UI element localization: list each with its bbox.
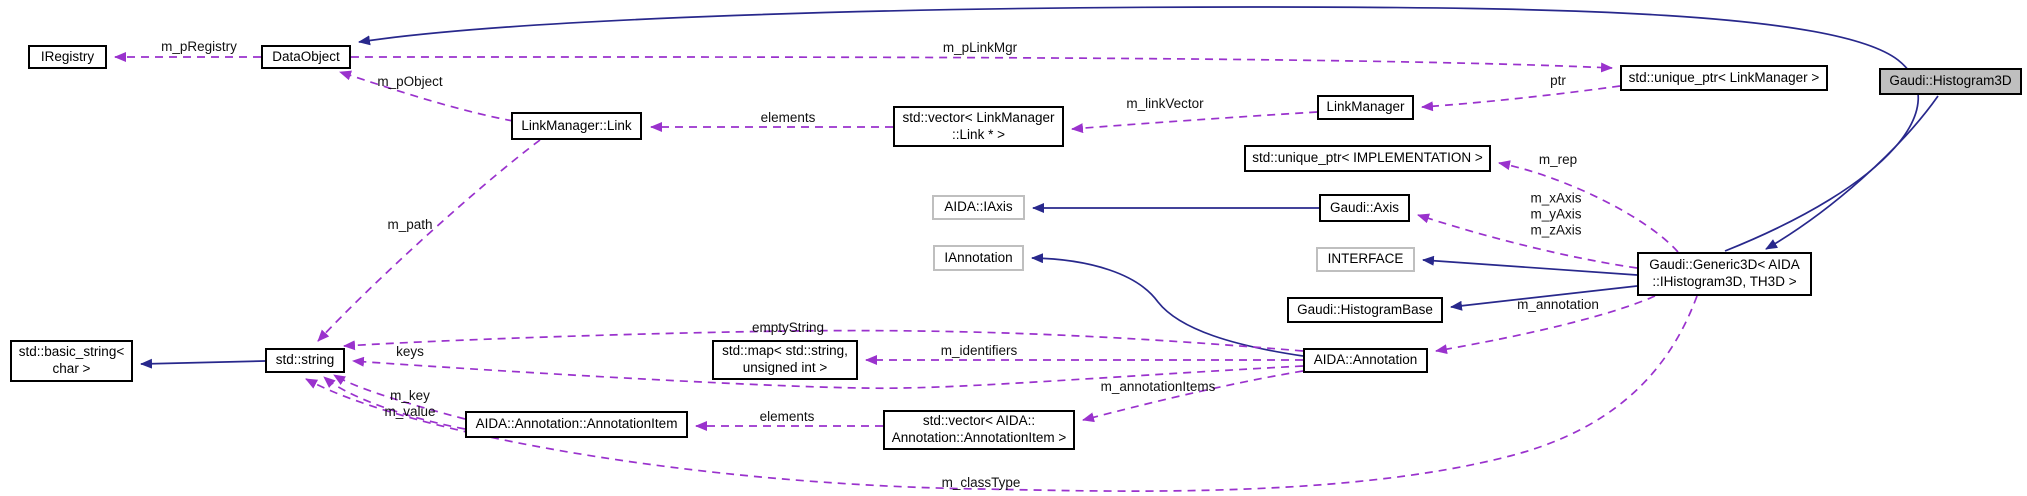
node-std-basic-string[interactable]: std::basic_string< char > — [10, 340, 133, 382]
edge-generic3d-interface — [1422, 255, 1638, 276]
edge-label-m-path: m_path — [387, 216, 433, 232]
edge-label-m-plinkmgr: m_pLinkMgr — [942, 39, 1018, 55]
edge-generic3d-string-classtype — [305, 295, 1698, 492]
edge-histogram3d-generic3d — [1765, 95, 1939, 250]
edge-label-ptr: ptr — [1550, 72, 1566, 88]
node-gaudi-generic3d[interactable]: Gaudi::Generic3D< AIDA ::IHistogram3D, T… — [1637, 252, 1812, 296]
node-vector-annotationitem[interactable]: std::vector< AIDA:: Annotation::Annotati… — [883, 410, 1075, 450]
node-iregistry[interactable]: IRegistry — [28, 45, 107, 69]
edge-annotation-iannotation — [1031, 253, 1304, 357]
node-unique-ptr-linkmanager[interactable]: std::unique_ptr< LinkManager > — [1620, 65, 1828, 91]
edge-label-m-annotation: m_annotation — [1517, 296, 1599, 312]
edge-label-m-xaxis: m_xAxis — [1530, 190, 1582, 206]
node-std-string[interactable]: std::string — [265, 348, 345, 373]
edge-label-m-pobject: m_pObject — [377, 73, 443, 89]
edge-linkmanager-vectorlink — [1071, 111, 1318, 134]
edge-label-m-value: m_value — [384, 404, 436, 419]
edge-generic3d-histogrambase — [1450, 285, 1638, 311]
edge-dataobject-uptrlinkmanager — [350, 56, 1613, 73]
edge-link-dataobject — [339, 70, 514, 122]
edge-label-m-annotationitems: m_annotationItems — [1100, 378, 1216, 394]
edge-label-m-linkvector: m_linkVector — [1126, 95, 1204, 111]
node-aida-annotationitem[interactable]: AIDA::Annotation::AnnotationItem — [465, 411, 688, 438]
node-aida-annotation[interactable]: AIDA::Annotation — [1303, 348, 1428, 373]
edge-link-string — [317, 139, 541, 342]
edge-label-m-key: m_key — [390, 387, 430, 403]
node-gaudi-histogrambase[interactable]: Gaudi::HistogramBase — [1287, 297, 1443, 323]
edge-string-basicstring — [140, 358, 266, 369]
edge-generic3d-annotation — [1435, 295, 1656, 355]
edge-label-m-rep: m_rep — [1538, 151, 1578, 167]
edge-label-m-yaxis: m_yAxis — [1530, 206, 1582, 222]
edge-label-m-classtype: m_classType — [941, 474, 1021, 490]
node-linkmanager-link[interactable]: LinkManager::Link — [511, 112, 642, 140]
edge-label-elements-bottom: elements — [759, 408, 815, 424]
node-std-map[interactable]: std::map< std::string, unsigned int > — [712, 340, 858, 380]
node-aida-iaxis[interactable]: AIDA::IAxis — [932, 195, 1025, 220]
node-linkmanager[interactable]: LinkManager — [1317, 95, 1414, 120]
edge-label-m-zaxis: m_zAxis — [1530, 223, 1582, 239]
node-iannotation[interactable]: IAnnotation — [933, 245, 1024, 271]
node-dataobject[interactable]: DataObject — [261, 45, 351, 69]
edge-annotationitem-string-mkey — [333, 374, 466, 420]
edge-generic3d-axis — [1417, 213, 1638, 269]
node-gaudi-axis[interactable]: Gaudi::Axis — [1319, 194, 1410, 222]
node-gaudi-histogram3d[interactable]: Gaudi::Histogram3D — [1879, 68, 2022, 95]
edge-generic3d-dataobject — [358, 6, 1919, 252]
edge-label-key-value: m_key m_value — [384, 388, 435, 420]
edge-label-emptystring: emptyString — [751, 319, 825, 335]
edge-label-axes: m_xAxis m_yAxis m_zAxis — [1530, 191, 1581, 240]
node-unique-ptr-implementation[interactable]: std::unique_ptr< IMPLEMENTATION > — [1244, 145, 1491, 172]
edge-annotation-string-keys — [352, 356, 1304, 390]
edge-label-m-pregistry: m_pRegistry — [161, 38, 237, 54]
edge-generic3d-uptrimplementation — [1498, 160, 1679, 253]
node-interface[interactable]: INTERFACE — [1316, 247, 1415, 272]
edge-annotationitem-string-mvalue — [323, 376, 466, 430]
edge-label-m-identifiers: m_identifiers — [940, 342, 1018, 358]
edge-label-elements-top: elements — [760, 109, 816, 125]
node-vector-linkmanager-link[interactable]: std::vector< LinkManager ::Link * > — [893, 106, 1064, 147]
edge-label-keys: keys — [396, 343, 424, 359]
edge-uptrlinkmanager-linkmanager — [1421, 85, 1621, 112]
edge-annotation-vectorannotationitem — [1082, 370, 1304, 423]
